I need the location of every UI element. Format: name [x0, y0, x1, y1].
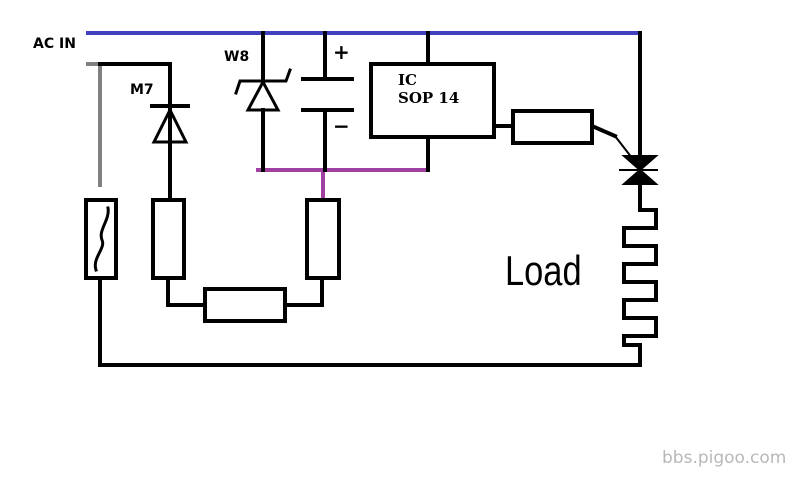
ic-sop14: [369, 62, 496, 139]
capacitor-plus-label: +: [333, 40, 350, 64]
ac-neutral-wire: [86, 62, 102, 187]
load-element: [622, 208, 658, 367]
capacitor-plates: [301, 77, 354, 112]
resistor-gate: [511, 109, 594, 145]
resistor-r2: [203, 287, 287, 323]
resistor-r1: [151, 198, 186, 280]
triac-gate-lead: [613, 134, 634, 160]
resistor-r3: [305, 198, 341, 280]
ac-in-label: AC IN: [33, 36, 76, 52]
ic-wires: [426, 31, 618, 172]
watermark: bbs.pigoo.com: [662, 448, 787, 468]
ground-bus: [256, 168, 430, 202]
diode-label: M7: [130, 82, 154, 98]
fuse: [84, 198, 118, 280]
capacitor-minus-label: −: [333, 114, 350, 138]
load-label: Load: [505, 247, 582, 294]
ic-label-line2: SOP 14: [398, 89, 460, 107]
diode-feed-wire: [98, 62, 172, 107]
r1-to-r2-wire: [166, 276, 324, 307]
zener-w8-triangle: [245, 78, 281, 112]
zener-label: W8: [224, 49, 250, 65]
zener-w8-bar: [234, 68, 292, 95]
triac: [619, 155, 659, 185]
fuse-element: [93, 206, 110, 272]
ic-label-line1: IC: [398, 71, 417, 89]
diode-m7-triangle: [151, 106, 189, 144]
diode-m7: [150, 103, 190, 202]
